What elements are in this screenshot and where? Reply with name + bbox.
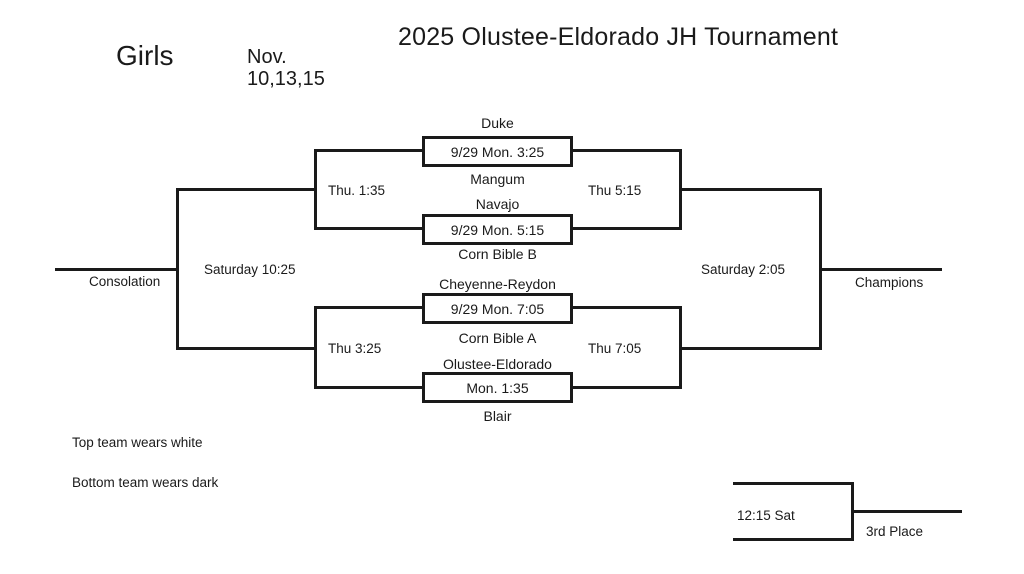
note-top-team: Top team wears white <box>72 435 203 450</box>
bracket-line <box>573 227 682 230</box>
team-label-corn-bible-b: Corn Bible B <box>458 246 537 262</box>
team-label-cheyenne-reydon: Cheyenne-Reydon <box>439 276 556 292</box>
champions-placement-label: Champions <box>855 275 924 290</box>
consolation-line <box>55 268 176 271</box>
bracket-line <box>314 227 422 230</box>
third-place-time: 12:15 Sat <box>737 508 795 523</box>
bracket-line <box>176 347 316 350</box>
bracket-line <box>573 149 682 152</box>
consolation-final-time: Saturday 10:25 <box>204 262 296 277</box>
third-place-placement-label: 3rd Place <box>866 524 924 539</box>
bracket-line <box>314 386 422 389</box>
bracket-line <box>573 386 682 389</box>
consolation-semi-1-time: Thu. 1:35 <box>328 183 386 198</box>
bracket-line <box>314 149 422 152</box>
game-2-time: 9/29 Mon. 5:15 <box>450 221 545 238</box>
team-label-mangum: Mangum <box>470 171 525 187</box>
third-place-line <box>851 510 962 513</box>
division-label: Girls <box>116 40 174 71</box>
bracket-line <box>573 306 682 309</box>
team-label-navajo: Navajo <box>475 196 520 212</box>
tournament-dates-line2: 10,13,15 <box>247 68 325 90</box>
game-1-time: 9/29 Mon. 3:25 <box>450 143 545 160</box>
bracket-line <box>679 188 822 191</box>
third-place-line <box>733 538 854 541</box>
game-3-time: 9/29 Mon. 7:05 <box>450 300 545 317</box>
game-4-time: Mon. 1:35 <box>466 379 529 396</box>
game-box-2: 9/29 Mon. 5:15 <box>422 214 573 245</box>
bracket-line <box>176 188 316 191</box>
game-box-1: 9/29 Mon. 3:25 <box>422 136 573 167</box>
championship-semi-2-time: Thu 7:05 <box>588 341 642 356</box>
consolation-semi-2-time: Thu 3:25 <box>328 341 382 356</box>
bracket-line <box>679 347 822 350</box>
tournament-dates: Nov. 10,13,15 <box>247 46 325 90</box>
champions-line <box>819 268 942 271</box>
championship-semi-1-time: Thu 5:15 <box>588 183 642 198</box>
third-place-line <box>733 482 854 485</box>
team-label-duke: Duke <box>481 115 514 131</box>
game-box-4: Mon. 1:35 <box>422 372 573 403</box>
tournament-dates-line1: Nov. <box>247 46 287 68</box>
bracket-line <box>314 306 422 309</box>
bracket-line <box>176 188 179 350</box>
page-title: 2025 Olustee-Eldorado JH Tournament <box>398 23 839 51</box>
championship-final-time: Saturday 2:05 <box>701 262 786 277</box>
consolation-placement-label: Consolation <box>89 274 161 289</box>
team-label-olustee-eldorado: Olustee-Eldorado <box>443 356 552 372</box>
note-bottom-team: Bottom team wears dark <box>72 475 219 490</box>
team-label-corn-bible-a: Corn Bible A <box>458 330 537 346</box>
game-box-3: 9/29 Mon. 7:05 <box>422 293 573 324</box>
team-label-blair: Blair <box>483 408 512 424</box>
